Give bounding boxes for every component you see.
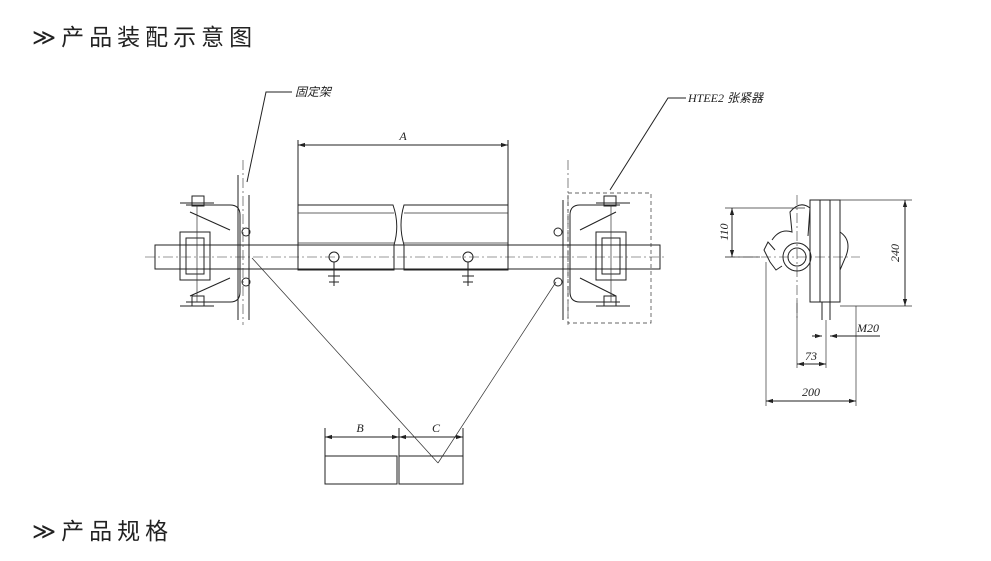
dim-200-label: 200 [802, 385, 820, 399]
dim-c-label: C [432, 421, 441, 435]
dim-240-label: 240 [888, 244, 902, 262]
product-spec-heading: ≫产品规格 [32, 512, 173, 546]
right-tensioner [553, 160, 652, 325]
dim-110-label: 110 [717, 223, 731, 240]
section-marker-icon: ≫ [32, 519, 56, 545]
assembly-diagram-title: 产品装配示意图 [61, 25, 258, 51]
product-spec-title: 产品规格 [61, 519, 174, 545]
leader-b [251, 257, 439, 464]
callout-fixed-frame: 固定架 [295, 85, 333, 99]
dim-m20-label: M20 [856, 321, 879, 335]
left-tensioner [179, 160, 251, 325]
shaft [154, 244, 661, 270]
dim-a-label: A [398, 129, 407, 143]
dim-b-label: B [356, 421, 364, 435]
tensioner-leader [609, 97, 686, 191]
bc-detail [324, 428, 464, 485]
assembly-diagram-heading: ≫产品装配示意图 [32, 18, 257, 52]
leader-c [437, 281, 557, 464]
dim-73-label: 73 [805, 349, 817, 363]
callout-tensioner: HTEE2 张紧器 [687, 91, 764, 105]
scraper-blade [297, 140, 509, 286]
side-view [725, 195, 912, 406]
section-marker-icon: ≫ [32, 25, 56, 51]
fixed-frame-leader [246, 91, 292, 183]
